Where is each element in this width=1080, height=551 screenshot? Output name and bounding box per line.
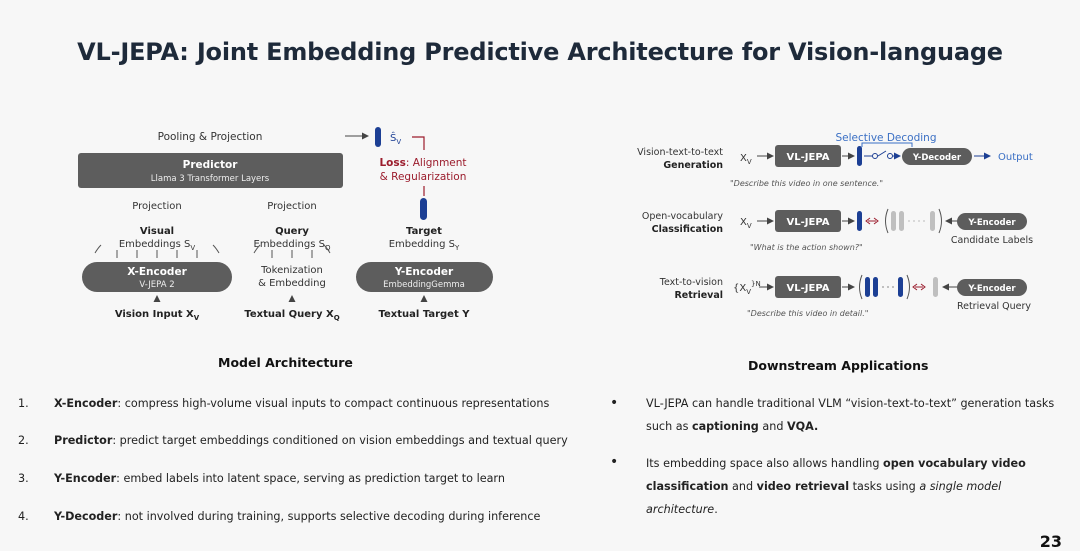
app-row-retrieval: Text-to-vision Retrieval {XV}N VL-JEPA Y…: [659, 274, 1031, 318]
y-encoder-box: [356, 262, 493, 292]
row-input: XV: [740, 217, 752, 230]
y-decoder-label: Y-Decoder: [912, 153, 962, 163]
list-term: Predictor: [54, 434, 113, 447]
predictor-box: [78, 153, 343, 188]
row-label-1: Text-to-vision: [659, 277, 723, 288]
visual-embeddings-label: Embeddings SV: [119, 239, 195, 252]
vl-jepa-box: [775, 145, 841, 167]
row-prompt: "What is the action shown?": [750, 243, 863, 252]
app-row-classification: Open-vocabulary Classification XV VL-JEP…: [642, 208, 1033, 252]
bullet-icon: •: [610, 395, 619, 411]
y-encoder-box: [957, 279, 1027, 296]
row-prompt: "Describe this video in one sentence.": [730, 179, 883, 188]
list-num: 3.: [18, 472, 29, 485]
target-embedding-label: Embedding SY: [389, 239, 460, 252]
query-embeddings-title: Query: [275, 226, 309, 237]
y-encoder-label: Y-Encoder: [967, 218, 1016, 228]
y-encoder-box: [957, 213, 1027, 230]
predicted-embedding-label: ŜV: [390, 131, 401, 146]
section-title-right: Downstream Applications: [748, 358, 929, 373]
target-embedding-bar: [420, 198, 427, 220]
list-term: Y-Encoder: [54, 472, 117, 485]
list-desc: : compress high-volume visual inputs to …: [117, 397, 550, 410]
y-encoder-subtitle: EmbeddingGemma: [383, 280, 465, 290]
x-encoder-box: [82, 262, 232, 292]
target-embedding-title: Target: [406, 226, 442, 237]
predicted-embedding-bar: [375, 127, 381, 147]
row-label-2: Generation: [663, 160, 723, 171]
list-desc: : not involved during training, supports…: [117, 510, 541, 523]
projection-left: Projection: [132, 201, 181, 212]
slide-number: 23: [1039, 532, 1062, 551]
projection-mid: Projection: [267, 201, 316, 212]
textual-query-label: Textual Query XQ: [244, 309, 339, 322]
section-title-left: Model Architecture: [218, 355, 353, 370]
y-encoder-label: Y-Encoder: [967, 284, 1016, 294]
retrieval-query: Retrieval Query: [957, 301, 1031, 312]
row-input: {XV}N: [733, 280, 761, 296]
visual-embeddings-ticks: [94, 244, 220, 258]
loss-label: Loss: Alignment: [379, 157, 466, 169]
page-title: VL-JEPA: Joint Embedding Predictive Arch…: [77, 38, 1003, 66]
list-desc: : predict target embeddings conditioned …: [112, 434, 568, 447]
y-decoder-box: [902, 148, 972, 165]
query-embeddings-label: Embeddings SQ: [254, 239, 331, 252]
visual-embeddings-title: Visual: [140, 226, 174, 237]
list-num: 2.: [18, 434, 29, 447]
pooling-label: Pooling & Projection: [158, 131, 263, 143]
list-item: VL-JEPA can handle traditional VLM “visi…: [646, 397, 1055, 433]
row-label-1: Open-vocabulary: [642, 211, 723, 222]
list-num: 4.: [18, 510, 29, 523]
list-term: X-Encoder: [54, 397, 118, 410]
x-encoder-subtitle: V-JEPA 2: [139, 280, 174, 290]
row-label-2: Retrieval: [674, 290, 723, 301]
selective-decoding-label: Selective Decoding: [836, 132, 937, 144]
input-arrows: [153, 295, 428, 302]
query-embeddings-ticks: [253, 244, 331, 258]
output-label: Output: [998, 152, 1033, 163]
loss-bracket-top: [412, 136, 425, 150]
loss-label-2: & Regularization: [380, 171, 467, 183]
list-item: 1. X-Encoder: compress high-volume visual…: [18, 397, 549, 410]
vision-input-label: Vision Input XV: [115, 309, 200, 322]
predictor-title: Predictor: [183, 159, 239, 171]
bullet-icon: •: [610, 454, 619, 470]
candidate-labels: Candidate Labels: [951, 235, 1033, 246]
textual-target-label: Textual Target Y: [379, 309, 471, 320]
list-item: Its embedding space also allows handling…: [646, 457, 1026, 516]
x-encoder-title: X-Encoder: [127, 266, 187, 278]
vl-jepa-label: VL-JEPA: [787, 152, 830, 163]
row-prompt: "Describe this video in detail.": [747, 309, 868, 318]
selective-decoding-bracket: [861, 142, 913, 147]
list-item: 4. Y-Decoder: not involved during trainin…: [18, 510, 540, 523]
tokenization-label-2: & Embedding: [258, 278, 326, 289]
app-row-generation: Vision-text-to-text Generation XV VL-JEP…: [637, 145, 1033, 188]
list-desc: : embed labels into latent space, servin…: [116, 472, 505, 485]
row-label-1: Vision-text-to-text: [637, 147, 723, 158]
vl-jepa-box: [775, 210, 841, 232]
tokenization-label: Tokenization: [260, 265, 323, 276]
row-label-2: Classification: [652, 224, 724, 235]
predictor-subtitle: Llama 3 Transformer Layers: [151, 174, 270, 184]
list-item: 2. Predictor: predict target embeddings c…: [18, 434, 568, 447]
list-term: Y-Decoder: [54, 510, 118, 523]
list-num: 1.: [18, 397, 29, 410]
y-encoder-title: Y-Encoder: [394, 266, 454, 278]
vl-jepa-label: VL-JEPA: [787, 283, 830, 294]
vl-jepa-box: [775, 276, 841, 298]
list-item: 3. Y-Encoder: embed labels into latent sp…: [18, 472, 505, 485]
row-input: XV: [740, 153, 752, 166]
vl-jepa-label: VL-JEPA: [787, 217, 830, 228]
